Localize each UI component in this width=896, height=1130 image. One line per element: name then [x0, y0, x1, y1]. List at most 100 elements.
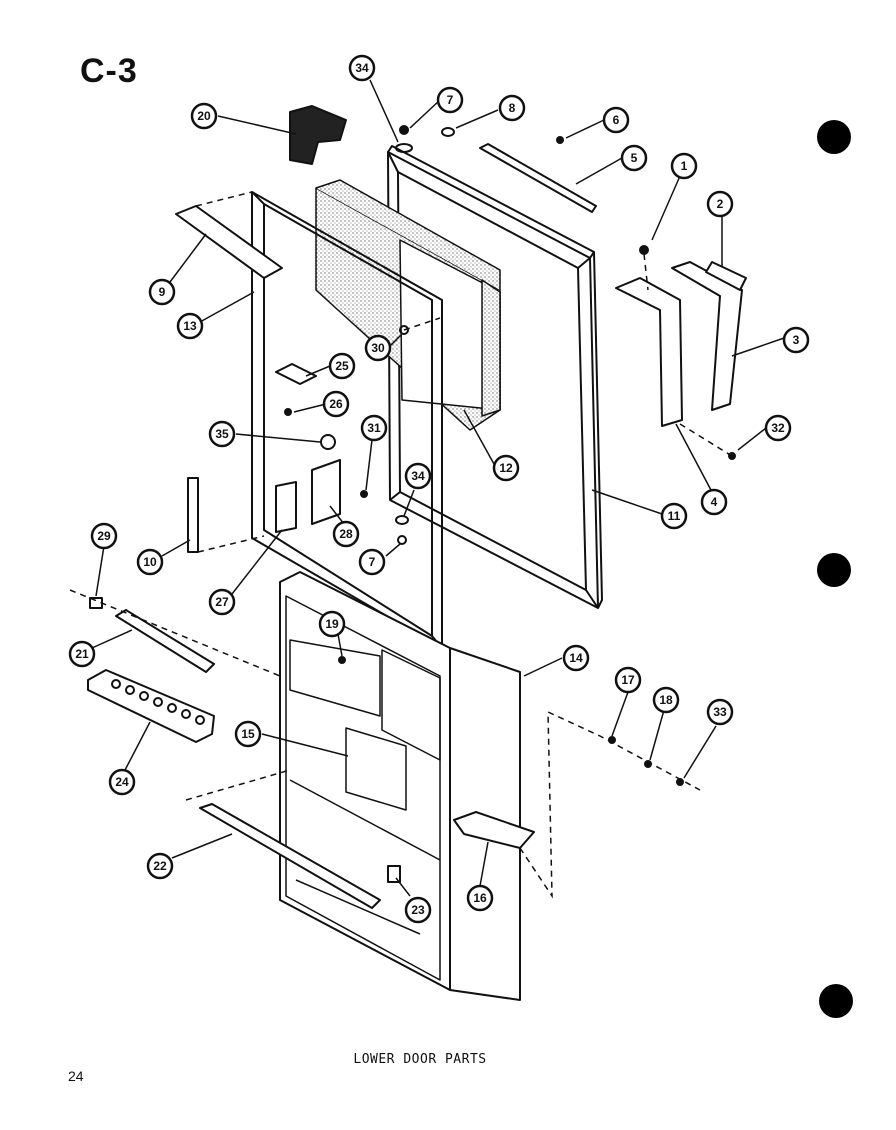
callout-number: 10: [143, 555, 157, 569]
leader-32: [737, 427, 767, 451]
plug-part-8: [441, 127, 455, 137]
callout-25: 25: [328, 352, 356, 380]
leader-17: [611, 691, 629, 737]
callout-circle: [706, 190, 734, 218]
callout-number: 20: [197, 109, 211, 123]
callout-number: 31: [367, 421, 381, 435]
callout-circle: [706, 698, 734, 726]
callout-number: 32: [771, 421, 785, 435]
callout-number: 23: [411, 903, 425, 917]
callout-circle: [208, 420, 236, 448]
callout-number: 2: [717, 197, 724, 211]
callout-28: 28: [332, 520, 360, 548]
callout-circle: [562, 644, 590, 672]
callout-20: 20: [190, 102, 218, 130]
callout-number: 6: [613, 113, 620, 127]
page-number: 24: [68, 1068, 84, 1084]
callout-number: 4: [711, 495, 718, 509]
leader-22: [171, 833, 233, 859]
callout-number: 14: [569, 651, 583, 665]
callout-number: 26: [329, 397, 343, 411]
leader-4: [675, 423, 713, 493]
callout-circle: [358, 548, 386, 576]
callout-circle: [328, 352, 356, 380]
leader-33: [683, 725, 717, 779]
leader-26: [293, 403, 327, 413]
callout-number: 1: [681, 159, 688, 173]
leader-28: [329, 505, 345, 525]
leader-11: [591, 489, 663, 515]
leader-15: [261, 733, 349, 757]
assembly-line-10: [197, 535, 265, 553]
callout-circle: [146, 852, 174, 880]
screw-part-7-top: [399, 125, 409, 135]
leader-12: [463, 409, 495, 465]
leader-25: [305, 365, 331, 377]
assembly-line-21: [69, 589, 281, 677]
callout-number: 29: [97, 529, 111, 543]
washer-part-34-top: [395, 143, 413, 153]
callout-circle: [208, 588, 236, 616]
leader-5: [575, 157, 623, 185]
callout-circle: [700, 488, 728, 516]
callout-circle: [466, 884, 494, 912]
screw-part-1: [639, 245, 649, 255]
callout-number: 11: [668, 509, 681, 523]
leader-8: [455, 109, 499, 129]
leader-23: [395, 877, 411, 897]
callout-circle: [620, 144, 648, 172]
leader-10: [161, 539, 191, 557]
assembly-line-9: [195, 191, 253, 207]
binder-hole-bottom: [819, 984, 853, 1018]
callout-number: 24: [115, 775, 129, 789]
callout-number: 15: [241, 727, 255, 741]
callout-33: 33: [706, 698, 734, 726]
leader-24: [123, 721, 151, 773]
callout-7: 7: [436, 86, 464, 114]
leader-34-top: [369, 79, 399, 143]
callout-9: 9: [148, 278, 176, 306]
screw-part-26: [284, 408, 292, 416]
pin-part-19: [338, 656, 346, 664]
callout-number: 18: [659, 693, 673, 707]
hinge-part-4: [615, 277, 683, 427]
callout-number: 28: [339, 527, 353, 541]
leader-7-bottom: [385, 543, 401, 557]
callout-17: 17: [614, 666, 642, 694]
callout-3: 3: [782, 326, 810, 354]
screw-part-31: [360, 490, 368, 498]
callout-35: 35: [208, 420, 236, 448]
callout-14: 14: [562, 644, 590, 672]
clip-part-23: [387, 865, 401, 883]
screw-part-6: [556, 136, 564, 144]
insulation-panel-part-12: [315, 179, 501, 431]
callout-number: 17: [621, 673, 635, 687]
callout-22: 22: [146, 852, 174, 880]
callout-number: 8: [509, 101, 516, 115]
callout-15: 15: [234, 720, 262, 748]
assembly-line-16: [519, 710, 701, 899]
egg-tray-part-24: [87, 669, 215, 743]
callout-circle: [148, 278, 176, 306]
trim-part-9: [175, 205, 283, 279]
callout-number: 7: [369, 555, 376, 569]
callout-2: 2: [706, 190, 734, 218]
washer-part-34-bottom: [395, 515, 409, 525]
callout-number: 16: [473, 891, 487, 905]
callout-number: 9: [159, 285, 166, 299]
leader-13: [199, 291, 255, 323]
callout-circle: [614, 666, 642, 694]
callout-16: 16: [466, 884, 494, 912]
callout-circle: [498, 94, 526, 122]
binder-hole-middle: [817, 553, 851, 587]
leader-31: [365, 439, 373, 491]
callout-number: 12: [499, 461, 513, 475]
leader-14: [523, 657, 563, 677]
leader-21: [91, 629, 133, 649]
callout-circle: [322, 390, 350, 418]
pin-part-30: [399, 325, 409, 335]
callout-number: 13: [183, 319, 197, 333]
callout-5: 5: [620, 144, 648, 172]
shelf-clip-part-16: [453, 811, 535, 849]
leader-1: [651, 175, 681, 241]
